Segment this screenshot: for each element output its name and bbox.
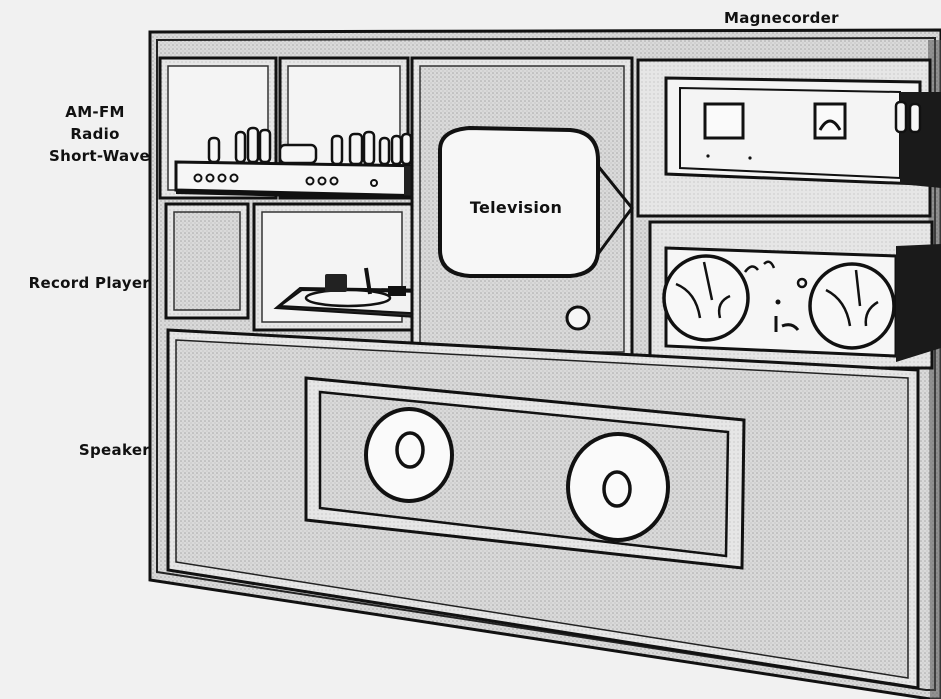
label-speaker: Speaker [20,440,150,460]
label-record-player: Record Player [0,273,150,293]
label-magnecorder: Magnecorder [724,8,864,28]
speaker-cone-right [568,434,668,540]
label-television: Television [450,198,582,218]
label-radio: Radio [40,124,150,144]
label-am-fm: AM-FM [40,102,150,122]
left-grille-panel [166,204,248,318]
label-short-wave: Short-Wave [20,146,150,166]
tape-deck [664,244,941,362]
speaker-cone-left [366,409,452,501]
radio-chassis [176,162,430,200]
magnecorder-amplifier [666,78,941,188]
